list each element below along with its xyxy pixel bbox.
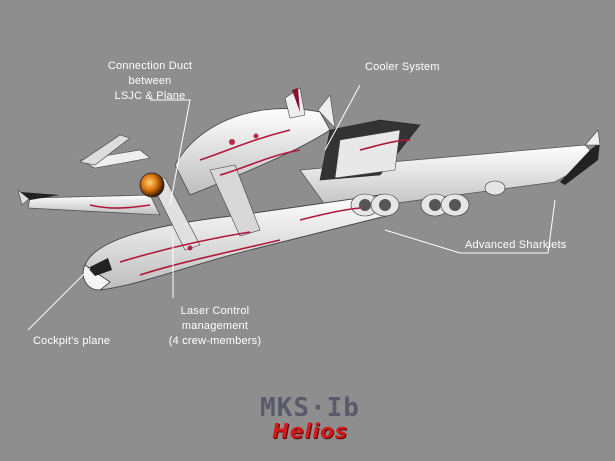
callout-connection-duct: Connection Duct between LSJC & Plane xyxy=(90,60,210,103)
callout-connection-duct-line1: Connection Duct xyxy=(107,60,193,72)
sensor-dome xyxy=(139,172,165,198)
callout-laser-control-line1: Laser Control xyxy=(180,305,250,317)
callout-cockpit-plane: Cockpit's plane xyxy=(33,335,111,347)
callout-connection-duct-line3: LSJC & Plane xyxy=(114,90,186,102)
hull-stripes xyxy=(89,129,411,276)
logo-name: Helios xyxy=(272,419,348,443)
callout-laser-control: Laser Control management (4 crew-members… xyxy=(150,305,280,348)
callout-advanced-sharklets: Advanced Sharklets xyxy=(465,239,567,251)
callout-laser-control-line2: management xyxy=(181,320,249,332)
mks-helios-logo: MKS·Ib Helios xyxy=(255,393,365,443)
left-wing xyxy=(27,194,161,216)
callout-cooler-system: Cooler System xyxy=(365,61,440,73)
upper-fuselage xyxy=(174,108,331,196)
callout-connection-duct-line2: between xyxy=(128,75,172,87)
callout-laser-control-line3: (4 crew-members) xyxy=(168,335,262,347)
callout-lines xyxy=(27,84,556,331)
logo-model: MKS·Ib xyxy=(260,393,360,423)
